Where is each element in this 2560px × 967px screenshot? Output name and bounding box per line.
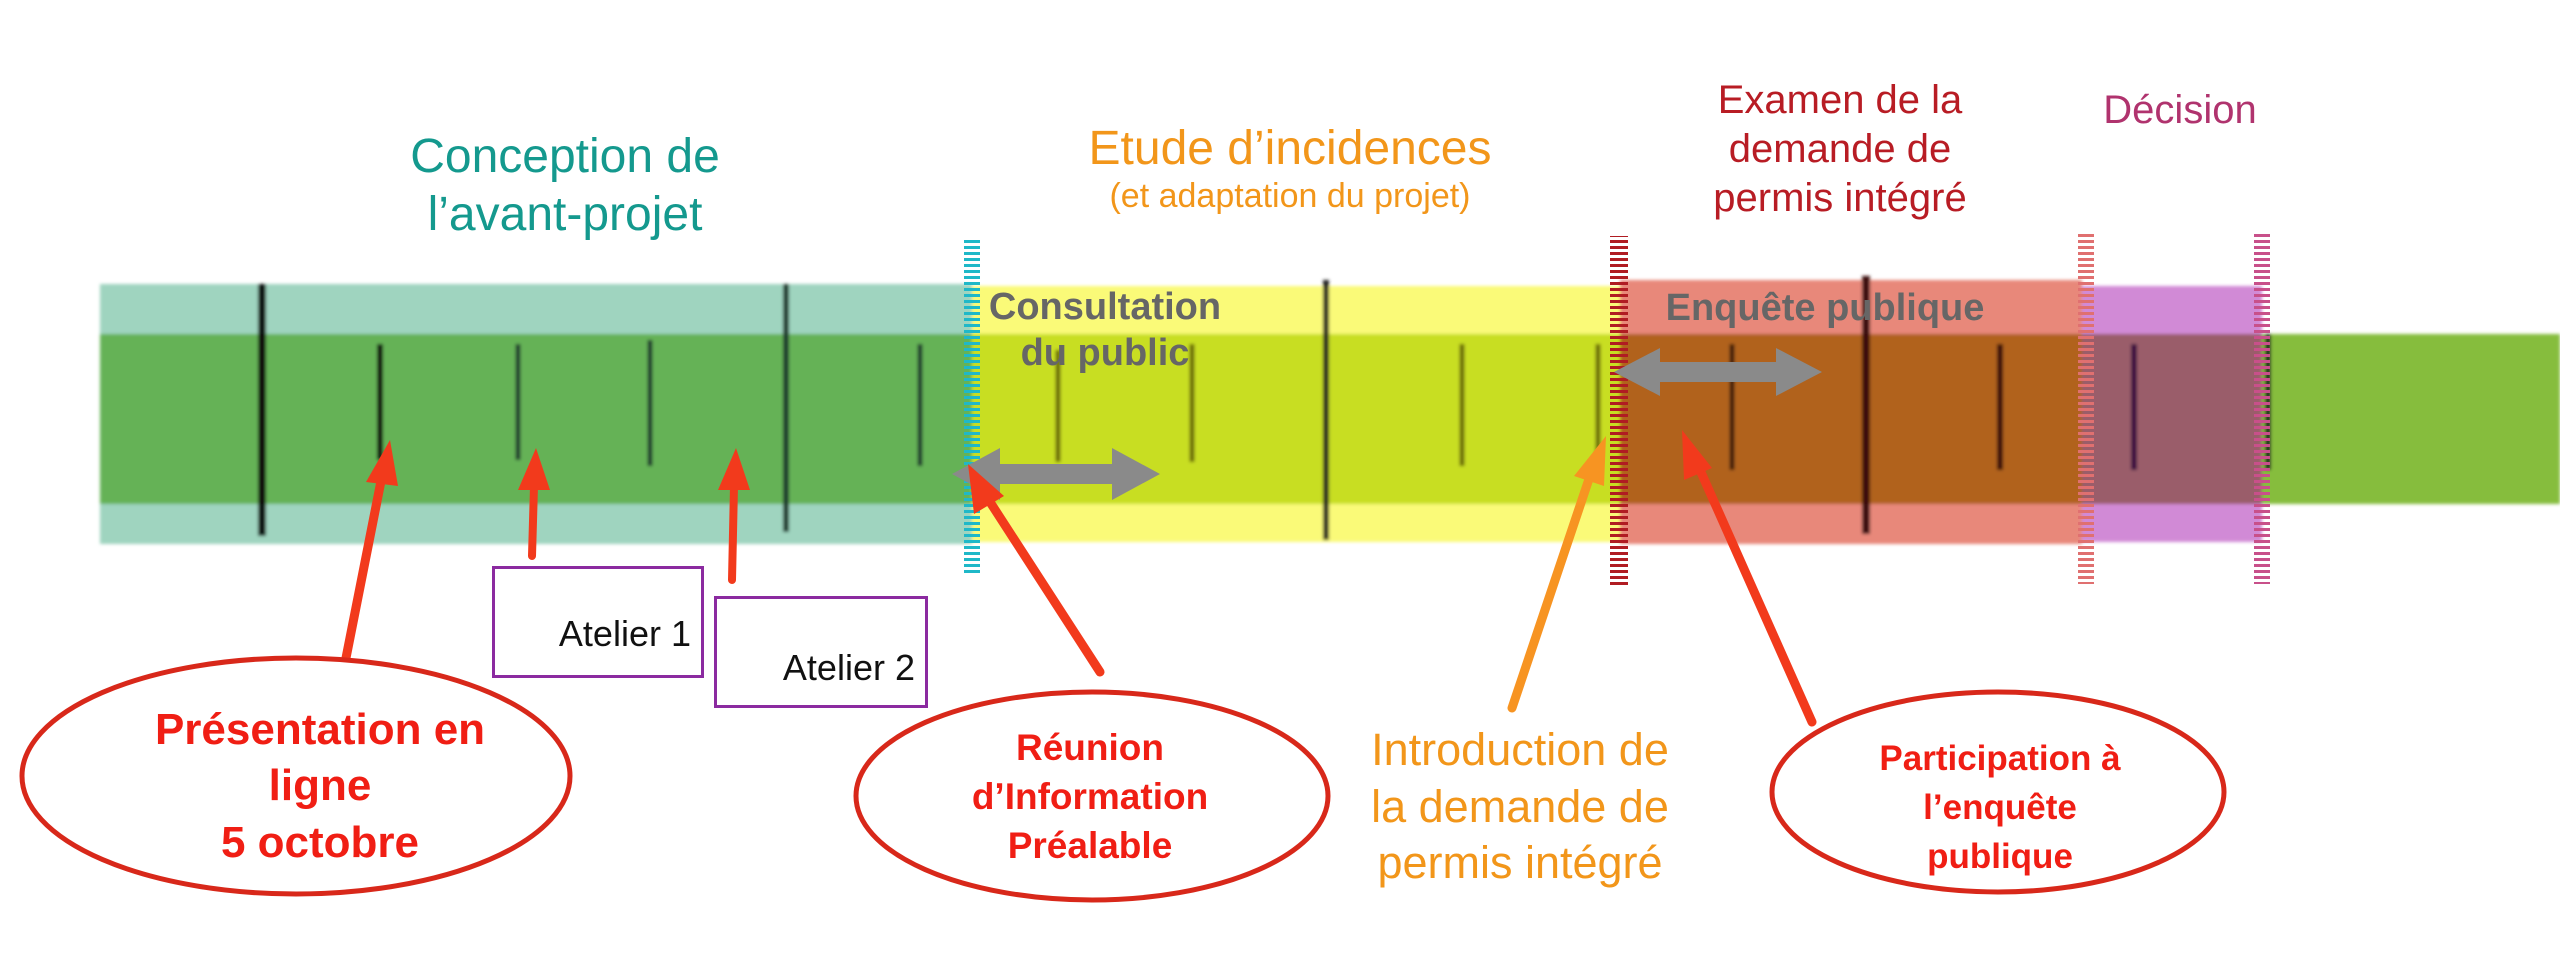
etude-phase-title: Etude d’incidences xyxy=(1088,122,1492,175)
reunion-callout-text: Réunion d’Information Préalable xyxy=(971,727,1209,866)
introduction-callout-text: Introduction de la demande de permis int… xyxy=(1371,724,1669,889)
reunion-ellipse xyxy=(853,689,1331,903)
atelier1-pointer-arrow xyxy=(518,448,550,560)
conception-phase-title: Conception de l’avant-projet xyxy=(410,130,720,241)
examen-phase-title: Examen de la demande de permis intégré xyxy=(1713,78,1967,220)
timeline-bar-brown xyxy=(1620,334,2082,504)
enquete-double-arrow xyxy=(1614,348,1822,396)
presentation-callout-text: Présentation en ligne 5 octobre xyxy=(154,705,486,867)
enquete-label: Enquête publique xyxy=(1665,287,1985,329)
timeline-bar-end xyxy=(2262,334,2560,504)
tick-marks xyxy=(258,276,2271,540)
boundary-marker-4 xyxy=(2254,232,2270,584)
reunion-pointer-arrow xyxy=(968,464,1105,677)
participation-ellipse xyxy=(1769,689,2227,895)
boundary-marker-3 xyxy=(2078,232,2094,584)
timeline-bar-mauve xyxy=(2082,334,2262,504)
etude-phase-subtitle: (et adaptation du projet) xyxy=(1109,177,1471,215)
consultation-double-arrow xyxy=(952,448,1160,500)
participation-pointer-arrow xyxy=(1682,430,1817,727)
atelier2-pointer-arrow xyxy=(718,448,750,584)
atelier-1-box: Atelier 1 xyxy=(492,566,704,678)
introduction-pointer-arrow xyxy=(1507,436,1606,713)
atelier-2-box: Atelier 2 xyxy=(714,596,928,708)
decision-phase-title: Décision xyxy=(2103,88,2257,132)
consultation-label: Consultation du public xyxy=(988,286,1222,375)
presentation-ellipse xyxy=(19,655,573,897)
participation-callout-text: Participation à l’enquête publique xyxy=(1879,739,2121,876)
presentation-pointer-arrow xyxy=(341,440,398,663)
boundary-marker-2 xyxy=(1610,236,1628,586)
